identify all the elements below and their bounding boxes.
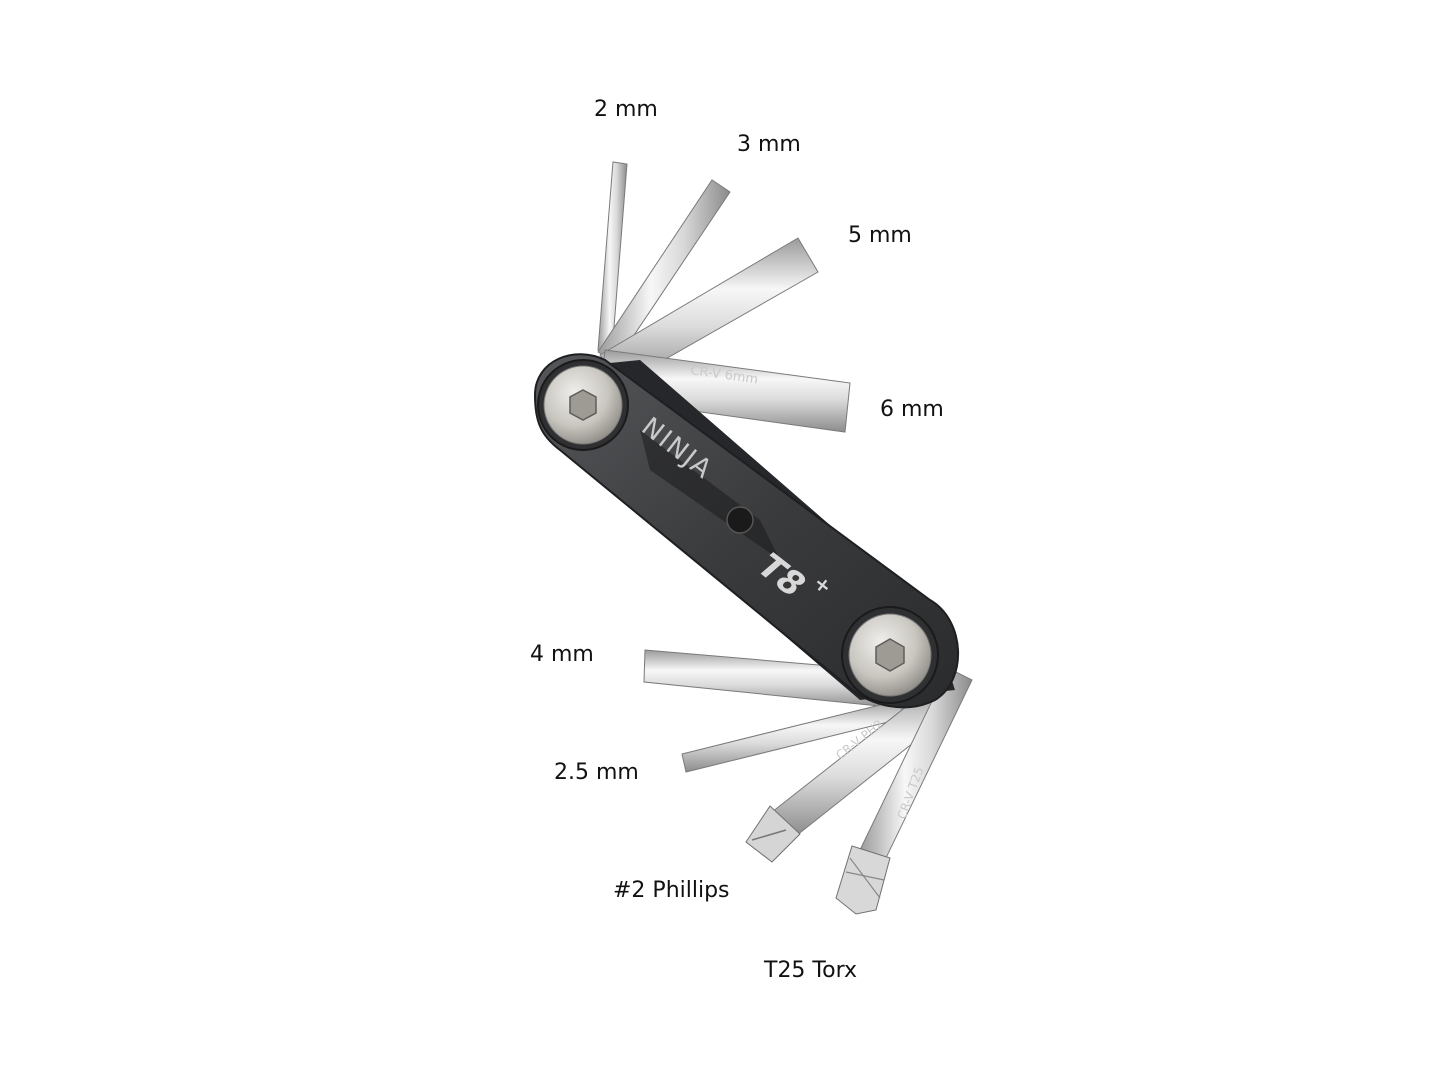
label-6mm: 6 mm	[880, 397, 944, 422]
label-phillips: #2 Phillips	[613, 878, 730, 903]
tool-body: NINJA T8 +	[533, 353, 959, 709]
label-torx: T25 Torx	[764, 958, 858, 983]
label-4mm: 4 mm	[530, 642, 594, 667]
label-2-5mm: 2.5 mm	[554, 760, 639, 785]
label-2mm: 2 mm	[594, 97, 658, 122]
label-3mm: 3 mm	[737, 132, 801, 157]
hex-socket-icon	[875, 638, 905, 672]
torx-bit: CR-V T25	[835, 667, 973, 915]
label-5mm: 5 mm	[848, 223, 912, 248]
bottom-bolt	[841, 606, 939, 704]
hex-socket-icon	[569, 389, 597, 421]
top-bolt	[537, 359, 629, 451]
center-hole	[726, 506, 754, 534]
